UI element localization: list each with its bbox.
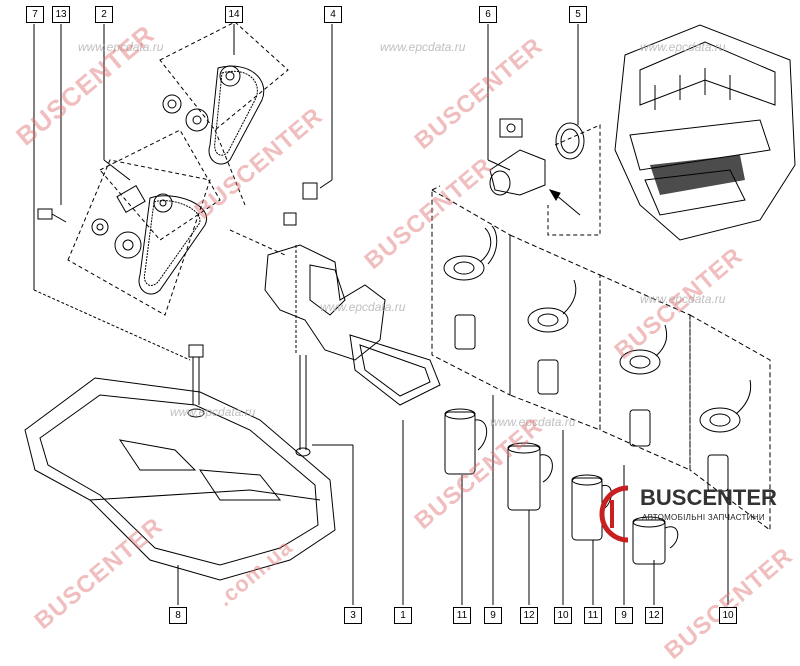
watermark-epcdata: www.epcdata.ru: [380, 40, 466, 54]
watermark-epcdata: www.epcdata.ru: [640, 40, 726, 54]
logo-tagline: АВТОМОБІЛЬНІ ЗАПЧАСТИНИ: [642, 513, 765, 522]
callout-13: 13: [52, 6, 70, 23]
callout-7: 7: [26, 6, 44, 23]
watermark-epcdata: www.epcdata.ru: [78, 40, 164, 54]
callout-12: 12: [645, 607, 663, 624]
callout-2: 2: [95, 6, 113, 23]
watermark-epcdata: www.epcdata.ru: [490, 415, 576, 429]
callout-6: 6: [479, 6, 497, 23]
watermark-epcdata: www.epcdata.ru: [170, 405, 256, 419]
callout-10: 10: [554, 607, 572, 624]
callout-10: 10: [719, 607, 737, 624]
callout-1: 1: [394, 607, 412, 624]
logo-brand: BUSCENTER: [640, 485, 777, 510]
callout-9: 9: [615, 607, 633, 624]
callout-11: 11: [453, 607, 471, 624]
watermark-epcdata: www.epcdata.ru: [320, 300, 406, 314]
callout-4: 4: [324, 6, 342, 23]
callout-9: 9: [484, 607, 502, 624]
callout-5: 5: [569, 6, 587, 23]
callout-14: 14: [225, 6, 243, 23]
callout-8: 8: [169, 607, 187, 624]
watermark-epcdata: www.epcdata.ru: [640, 292, 726, 306]
callout-12: 12: [520, 607, 538, 624]
callout-3: 3: [344, 607, 362, 624]
callout-11: 11: [584, 607, 602, 624]
